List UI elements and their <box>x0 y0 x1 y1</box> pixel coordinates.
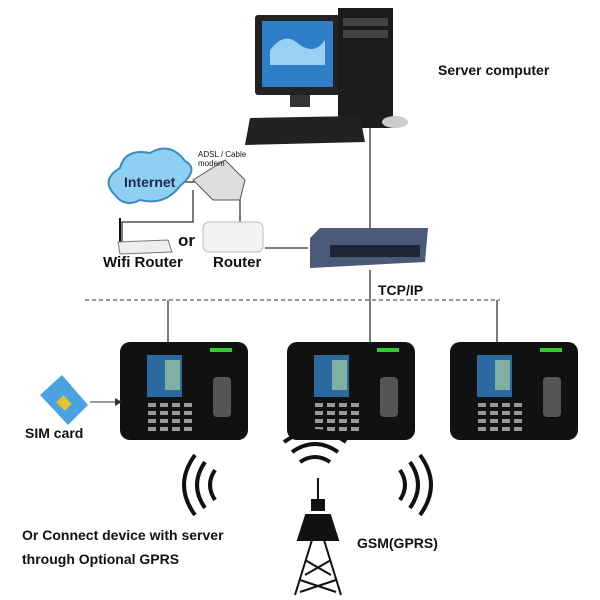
or-label: or <box>178 231 195 250</box>
server-computer-icon <box>245 8 408 145</box>
wifi-router-label: Wifi Router <box>103 254 183 271</box>
server-computer-label: Server computer <box>438 62 550 78</box>
attendance-terminal-icon <box>120 342 248 440</box>
attendance-terminal-icon <box>287 342 415 440</box>
cables <box>121 128 498 345</box>
tcp-ip-label: TCP/IP <box>378 282 424 298</box>
gsm-label: GSM(GPRS) <box>357 535 438 551</box>
modem-label: ADSL / Cable modem <box>198 150 247 168</box>
wifi-router-icon <box>117 218 173 255</box>
router-icon <box>202 221 264 253</box>
router-label: Router <box>213 254 262 271</box>
modem-icon <box>192 159 246 201</box>
gsm-tower-icon <box>294 478 342 596</box>
attendance-terminal-icon <box>450 342 578 440</box>
gprs-note-line2: through Optional GPRS <box>22 551 180 567</box>
gprs-note-line1: Or Connect device with server <box>22 527 224 543</box>
network-switch-icon <box>310 228 428 268</box>
sim-card-label: SIM card <box>25 425 84 441</box>
internet-cloud-icon <box>107 147 193 205</box>
internet-label: Internet <box>124 174 176 190</box>
sim-card-icon <box>40 375 88 425</box>
signal-waves-icon <box>182 429 433 517</box>
